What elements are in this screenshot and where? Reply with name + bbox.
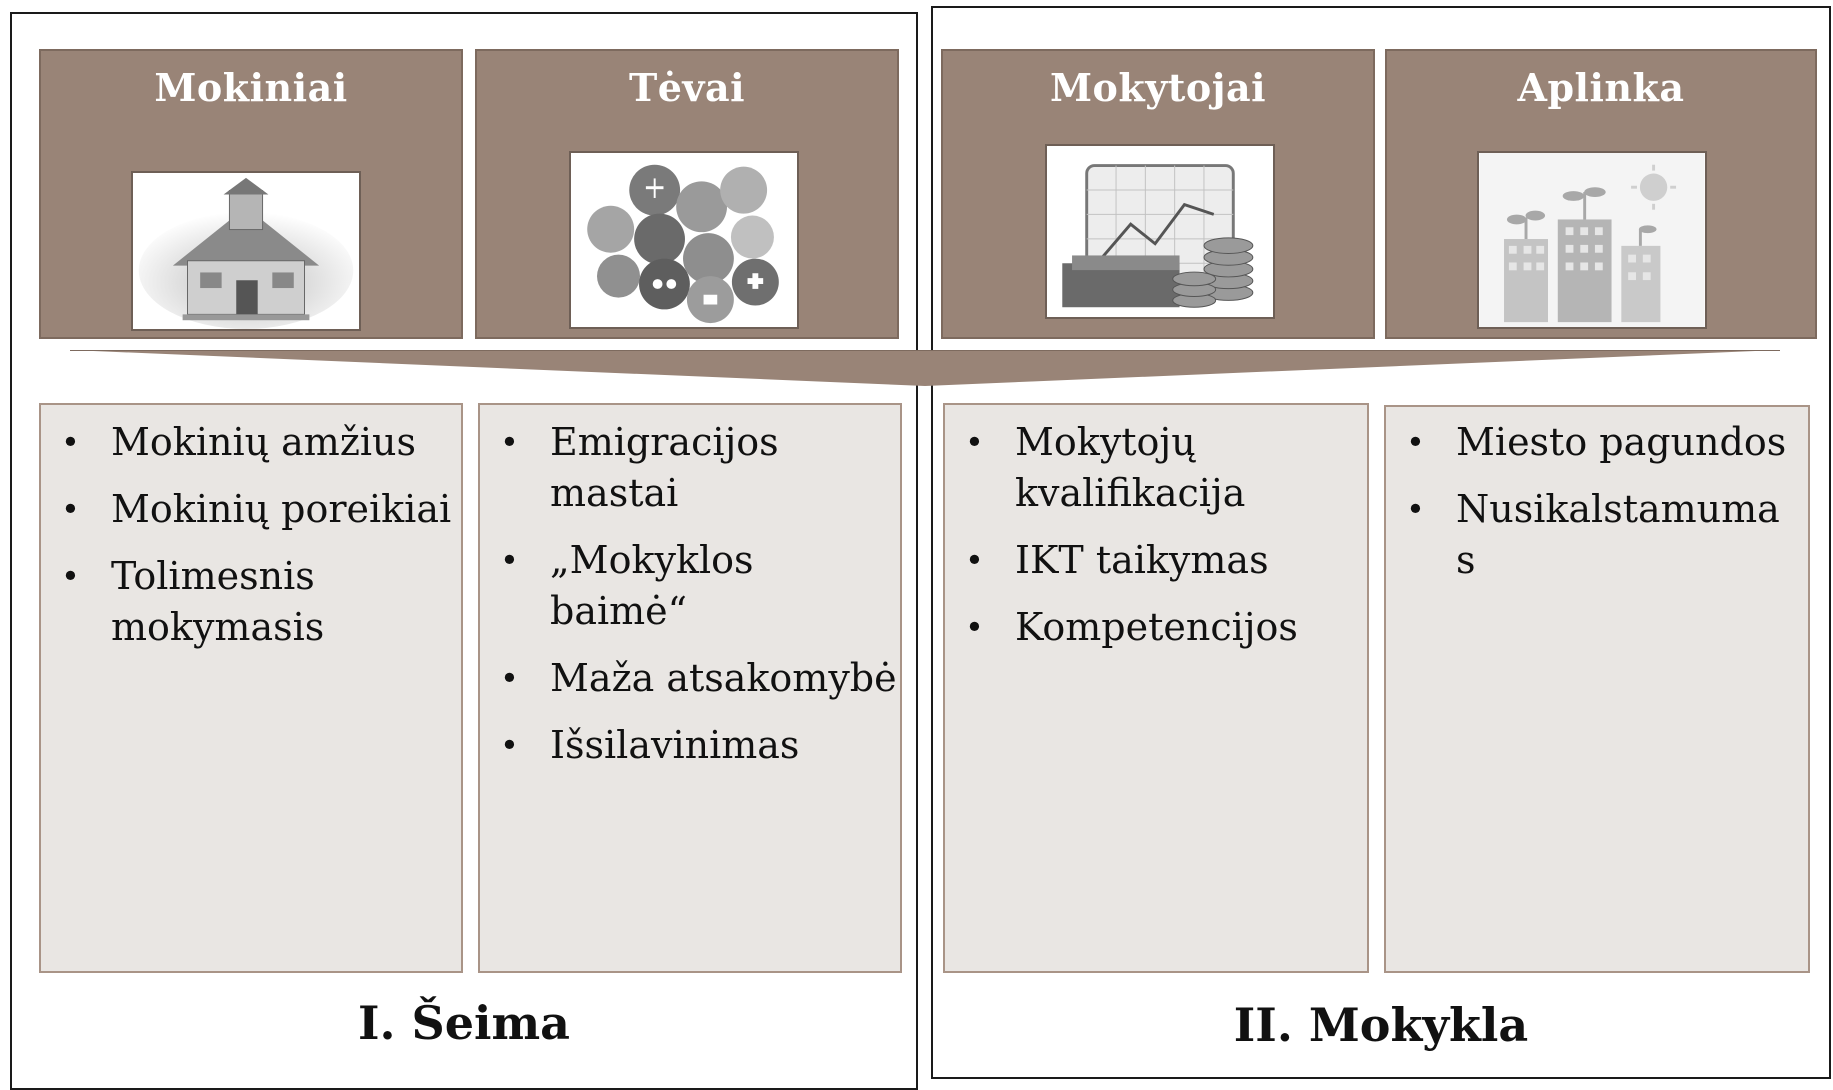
category-title: Aplinka (1517, 65, 1685, 110)
connector-band (70, 350, 1780, 386)
list-item: Kompetencijos (945, 602, 1367, 653)
group-label-seima: I. Šeima (358, 996, 570, 1050)
list-item: Emigracijos mastai (480, 417, 779, 519)
list-item: „Mokyklos baimė“ (480, 535, 770, 637)
group-label-mokykla: II. Mokykla (1233, 998, 1529, 1052)
finance-chart-coins-icon (1045, 144, 1275, 319)
category-header-tevai: Tėvai (475, 49, 899, 339)
category-title: Mokiniai (154, 65, 348, 110)
category-list-aplinka: Miesto pagundos Nusikalstamuma s (1384, 405, 1810, 973)
bullet-list: Miesto pagundos Nusikalstamuma s (1386, 407, 1808, 586)
list-item: Maža atsakomybė (480, 653, 900, 704)
list-item: Nusikalstamuma s (1386, 484, 1780, 586)
schoolhouse-icon (131, 171, 361, 331)
list-item: Mokinių poreikiai (41, 484, 461, 535)
bullet-list: Mokytojų kvalifikacija IKT taikymas Komp… (945, 405, 1367, 653)
list-item: Mokytojų kvalifikacija (945, 417, 1265, 519)
category-title: Tėvai (628, 65, 746, 110)
list-item: Miesto pagundos (1386, 417, 1808, 468)
category-list-mokiniai: Mokinių amžius Mokinių poreikiai Tolimes… (39, 403, 463, 973)
list-item: IKT taikymas (945, 535, 1367, 586)
category-header-mokytojai: Mokytojai (941, 49, 1375, 339)
city-buildings-plants-icon (1477, 151, 1707, 329)
category-list-tevai: Emigracijos mastai „Mokyklos baimė“ Maža… (478, 403, 902, 973)
list-item: Išsilavinimas (480, 720, 900, 771)
category-title: Mokytojai (1049, 65, 1267, 110)
list-item: Tolimesnis mokymasis (41, 551, 381, 653)
category-list-mokytojai: Mokytojų kvalifikacija IKT taikymas Komp… (943, 403, 1369, 973)
list-item: Mokinių amžius (41, 417, 461, 468)
bullet-list: Mokinių amžius Mokinių poreikiai Tolimes… (41, 405, 461, 653)
category-header-aplinka: Aplinka (1385, 49, 1817, 339)
bullet-list: Emigracijos mastai „Mokyklos baimė“ Maža… (480, 405, 900, 771)
category-header-mokiniai: Mokiniai (39, 49, 463, 339)
family-needs-icons-cluster (569, 151, 799, 329)
